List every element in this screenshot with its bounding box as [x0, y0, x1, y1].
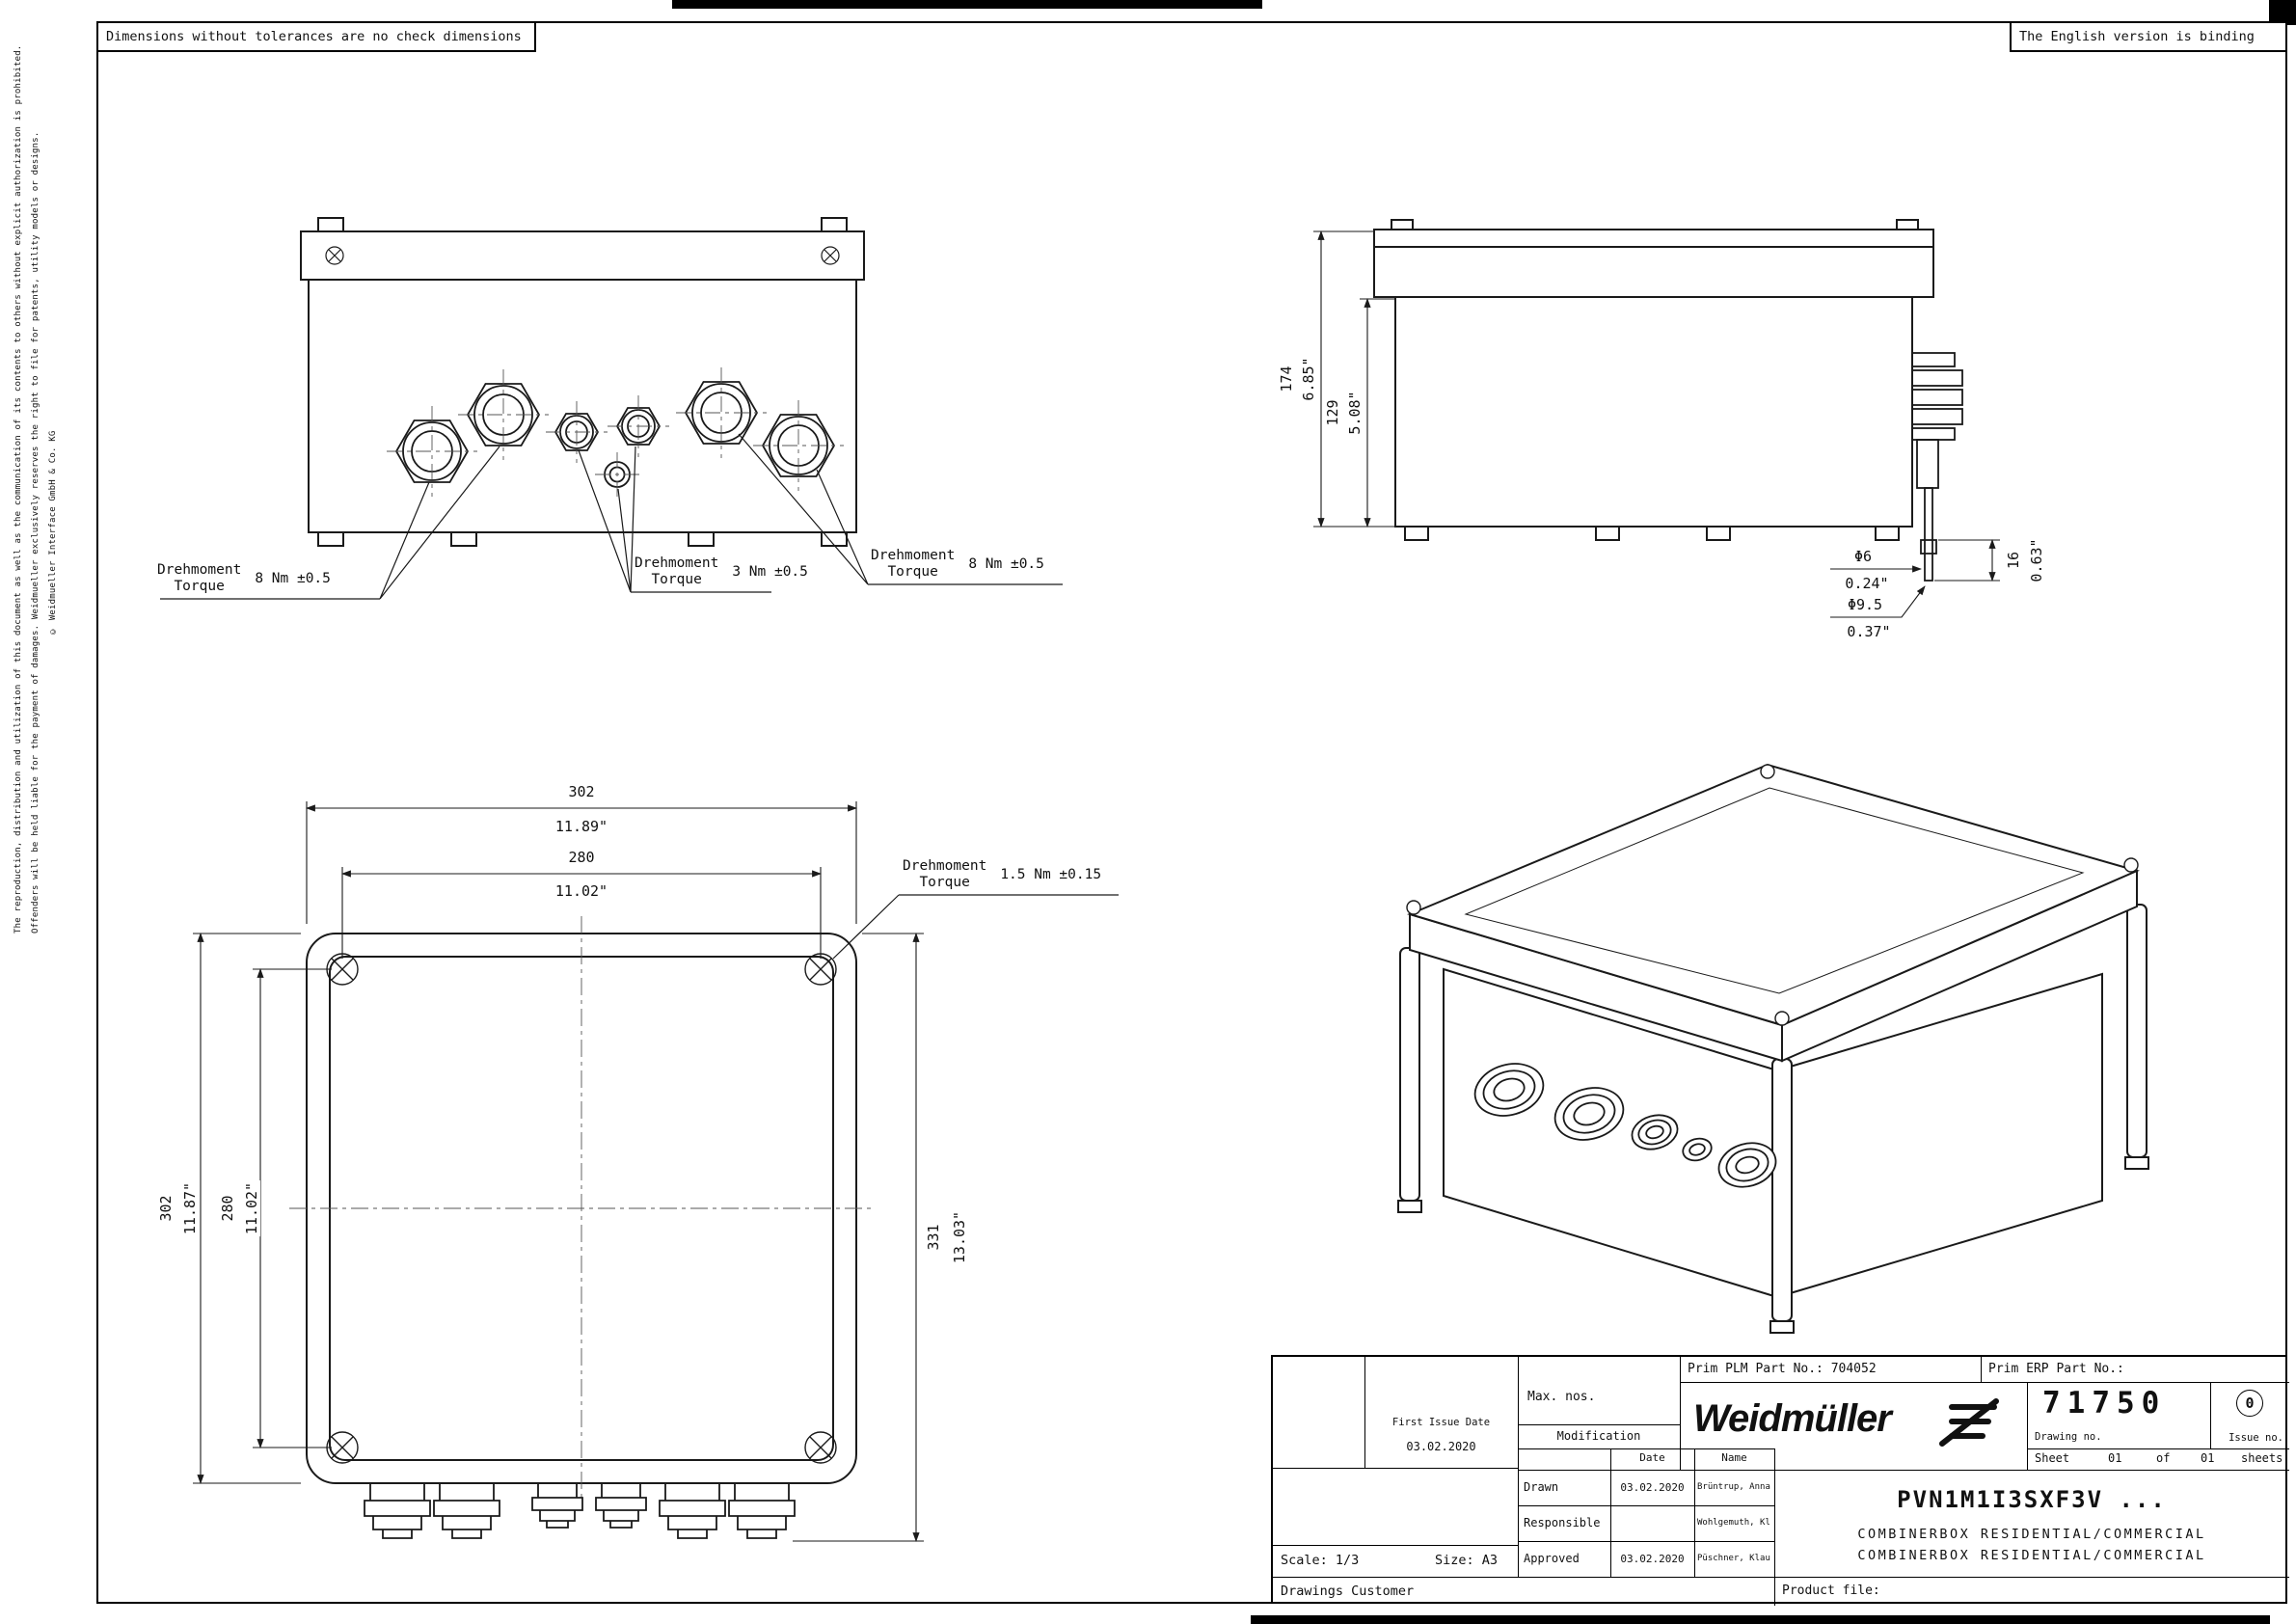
- sheet-label: Sheet: [2035, 1451, 2070, 1465]
- side-view: [1313, 219, 2000, 618]
- dim-side-total-mm: 174: [1278, 364, 1295, 394]
- weidmueller-logo-text: Weidmüller: [1693, 1397, 1892, 1440]
- iso-cable-glands: [1473, 1063, 1777, 1188]
- torque1-label-de: Drehmoment: [157, 562, 242, 578]
- sheet-total: 01: [2201, 1451, 2215, 1465]
- modification-label: Modification: [1556, 1429, 1641, 1443]
- size-label: Size: A3: [1435, 1553, 1499, 1568]
- sheet-of-label: of: [2156, 1451, 2171, 1465]
- part-description-2: COMBINERBOX RESIDENTIAL/COMMERCIAL: [1857, 1548, 2206, 1563]
- dim-front-height-in: 11.87": [181, 1179, 199, 1237]
- row-responsible-name: Wohlgemuth, Kl: [1697, 1518, 1770, 1528]
- dim-vent-len-in: 0.63": [2028, 536, 2045, 584]
- drawing-number: 71750: [2042, 1386, 2167, 1421]
- drawing-frame: [96, 21, 2287, 1604]
- tolerance-note-text: Dimensions without tolerances are no che…: [106, 29, 522, 44]
- first-issue-date-label: First Issue Date: [1391, 1417, 1491, 1428]
- front-view: [193, 801, 1119, 1542]
- cover-torque-leader: [832, 894, 1119, 960]
- torque3-value: 8 Nm ±0.5: [968, 556, 1044, 572]
- issue-number: 0: [2236, 1390, 2263, 1417]
- torque3-label-en: Torque: [887, 564, 938, 580]
- torque2-label-de: Drehmoment: [635, 555, 719, 571]
- dim-front-width-mm: 302: [566, 783, 597, 800]
- col-header-name: Name: [1721, 1451, 1747, 1464]
- torque2-value: 3 Nm ±0.5: [732, 564, 808, 580]
- row-approved-role: Approved: [1524, 1552, 1580, 1565]
- gland-centerlines: [387, 367, 844, 497]
- dim-front-width-screws-mm: 280: [566, 849, 597, 866]
- side-connector: [1911, 352, 1963, 582]
- row-drawn-name: Brüntrup, Anna: [1697, 1482, 1770, 1492]
- dim-vent-dia1-in: 0.24": [1843, 575, 1891, 592]
- torque2-label-en: Torque: [651, 572, 702, 587]
- torque4-value: 1.5 Nm ±0.15: [1000, 867, 1102, 882]
- row-approved-name: Püschner, Klau: [1697, 1554, 1770, 1563]
- dim-front-width-screws-in: 11.02": [553, 882, 610, 900]
- title-block: Prim PLM Part No.: 704052 Prim ERP Part …: [1271, 1355, 2289, 1606]
- torque-callout-4: Drehmoment Torque 1.5 Nm ±0.15: [903, 858, 1101, 891]
- bottom-view: [160, 217, 1063, 600]
- dim-front-total-height-in: 13.03": [951, 1208, 968, 1266]
- torque4-label-de: Drehmoment: [903, 858, 987, 874]
- drawing-number-label: Drawing no.: [2035, 1431, 2102, 1443]
- side-view-dim-lines: [1313, 230, 2000, 618]
- print-mark-bottom: [1251, 1615, 2270, 1624]
- sheets-label: sheets: [2241, 1451, 2283, 1465]
- row-approved-date: 03.02.2020: [1620, 1553, 1685, 1565]
- prim-erp-part-no: Prim ERP Part No.:: [1988, 1362, 2124, 1376]
- dim-front-height-mm: 302: [157, 1193, 175, 1224]
- torque-callout-1: Drehmoment Torque 8 Nm ±0.5: [157, 562, 331, 595]
- dim-front-height-screws-mm: 280: [219, 1193, 236, 1224]
- row-responsible-role: Responsible: [1524, 1516, 1601, 1529]
- torque-callout-3: Drehmoment Torque 8 Nm ±0.5: [871, 548, 1044, 581]
- part-description-1: COMBINERBOX RESIDENTIAL/COMMERCIAL: [1857, 1527, 2206, 1542]
- torque1-label-en: Torque: [174, 579, 225, 594]
- dim-side-total-in: 6.85": [1300, 355, 1317, 403]
- weidmueller-logo-mark: [1939, 1398, 1999, 1447]
- first-issue-date-value: 03.02.2020: [1406, 1440, 1476, 1453]
- torque-callout-2: Drehmoment Torque 3 Nm ±0.5: [635, 555, 808, 588]
- torque1-value: 8 Nm ±0.5: [255, 571, 331, 586]
- dim-side-body-in: 5.08": [1346, 389, 1364, 437]
- torque3-label-de: Drehmoment: [871, 548, 956, 563]
- dim-vent-dia2-in: 0.37": [1845, 623, 1893, 640]
- print-mark-top-right: [2269, 0, 2296, 25]
- isometric-view: [1397, 763, 2149, 1334]
- front-view-dim-lines: [193, 801, 924, 1542]
- print-mark-top: [672, 0, 1262, 9]
- dim-vent-dia1: Φ6: [1851, 548, 1875, 565]
- prim-plm-part-no: Prim PLM Part No.: 704052: [1688, 1362, 1877, 1376]
- lid-screws: [325, 246, 840, 265]
- iso-lid-screws: [1406, 764, 2139, 1026]
- dim-side-body-mm: 129: [1324, 397, 1341, 428]
- product-file-label: Product file:: [1782, 1583, 1880, 1598]
- row-drawn-date: 03.02.2020: [1620, 1481, 1685, 1494]
- dim-vent-dia2: Φ9.5: [1845, 596, 1885, 613]
- dim-front-height-screws-in: 11.02": [243, 1179, 260, 1237]
- language-note: The English version is binding: [2010, 21, 2287, 52]
- language-note-text: The English version is binding: [2019, 29, 2255, 44]
- cable-glands-front-view: [364, 1482, 796, 1539]
- torque4-label-en: Torque: [919, 875, 970, 890]
- cable-glands-bottom-view: [394, 381, 836, 488]
- torque-leaders: [160, 433, 1063, 600]
- dim-front-total-height-mm: 331: [925, 1222, 942, 1253]
- row-drawn-role: Drawn: [1524, 1480, 1559, 1494]
- max-nos-label: Max. nos.: [1527, 1390, 1596, 1404]
- tolerance-note: Dimensions without tolerances are no che…: [96, 21, 536, 52]
- drawings-customer-label: Drawings Customer: [1281, 1583, 1415, 1599]
- issue-number-label: Issue no.: [2228, 1432, 2283, 1444]
- part-number-title: PVN1M1I3SXF3V ...: [1897, 1486, 2167, 1513]
- sheet-current: 01: [2108, 1451, 2122, 1465]
- dim-front-width-in: 11.89": [553, 818, 610, 835]
- col-header-date: Date: [1639, 1451, 1665, 1464]
- front-centerlines: [289, 916, 874, 1501]
- dim-vent-len-mm: 16: [2005, 549, 2022, 572]
- scale-label: Scale: 1/3: [1281, 1553, 1360, 1568]
